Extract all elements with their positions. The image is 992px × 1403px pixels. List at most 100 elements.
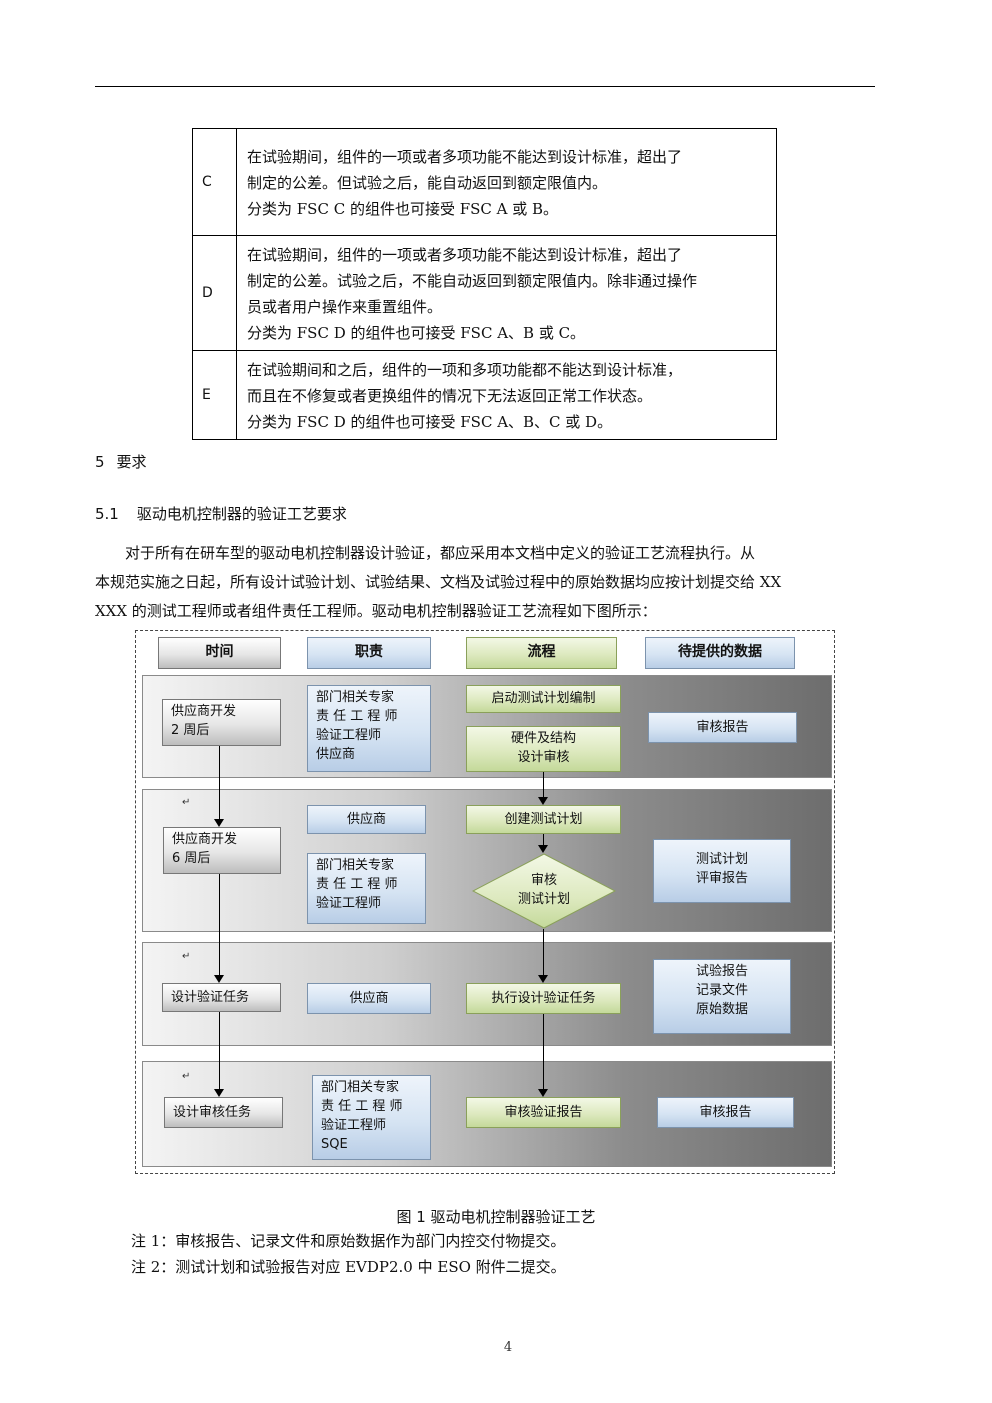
duty-line: 验证工程师	[321, 1118, 387, 1133]
figure-caption: 图 1 驱动电机控制器验证工艺	[396, 1208, 596, 1226]
duty-box: 供应商	[307, 805, 426, 834]
time-line: 供应商开发	[172, 832, 238, 847]
section-title: 要求	[116, 453, 147, 471]
arrowhead-icon	[538, 1089, 548, 1097]
process-box: 执行设计验证任务	[466, 983, 621, 1014]
data-line: 评审报告	[695, 871, 748, 886]
header-data: 待提供的数据	[645, 637, 795, 669]
header-time: 时间	[158, 637, 281, 669]
data-box: 审核报告	[657, 1097, 794, 1128]
header-process: 流程	[466, 637, 617, 669]
data-box: 试验报告 记录文件 原始数据	[653, 959, 791, 1034]
decision-diamond: 审核 测试计划	[471, 853, 617, 929]
paragraph-mark: ↵	[182, 951, 191, 962]
description-line: 分类为 FSC D 的组件也可接受 FSC A、B、C 或 D。	[247, 413, 613, 431]
paragraph-line: 本规范实施之日起，所有设计试验计划、试验结果、文档及试验过程中的原始数据均应按计…	[95, 573, 782, 591]
note-line: 注 2：测试计划和试验报告对应 EVDP2.0 中 ESO 附件二提交。	[131, 1258, 566, 1276]
flow-arrow-line	[543, 834, 544, 845]
subsection-title: 驱动电机控制器的验证工艺要求	[136, 505, 347, 523]
process-box: 创建测试计划	[466, 805, 621, 834]
header-duty: 职责	[307, 637, 431, 669]
paragraph-mark: ↵	[182, 797, 191, 808]
description-line: 制定的公差。试验之后，不能自动返回到额定限值内。除非通过操作	[247, 272, 698, 290]
process-line: 硬件及结构	[510, 731, 576, 746]
duty-line: 验证工程师	[316, 896, 382, 911]
duty-line: 责 任 工 程 师	[321, 1099, 403, 1114]
process-box: 审核验证报告	[466, 1097, 621, 1128]
arrowhead-icon	[538, 797, 548, 805]
paragraph-line: XXX 的测试工程师或者组件责任工程师。驱动电机控制器验证工艺流程如下图所示：	[95, 602, 657, 620]
description-line: 在试验期间，组件的一项或者多项功能不能达到设计标准，超出了	[247, 246, 683, 264]
paragraph-mark: ↵	[182, 1071, 191, 1082]
paragraph-line: 对于所有在研车型的驱动电机控制器设计验证，都应采用本文档中定义的验证工艺流程执行…	[95, 544, 756, 562]
time-line: 供应商开发	[171, 704, 237, 719]
description-line: 制定的公差。但试验之后，能自动返回到额定限值内。	[247, 174, 608, 192]
data-box: 审核报告	[648, 712, 797, 743]
flow-arrow-line	[543, 772, 544, 797]
process-line: 设计审核	[517, 750, 570, 765]
description-line: 分类为 FSC C 的组件也可接受 FSC A 或 B。	[247, 200, 559, 218]
description-line: 而且在不修复或者更换组件的情况下无法返回正常工作状态。	[247, 387, 653, 405]
diamond-label: 审核 测试计划	[472, 871, 616, 909]
data-line: 原始数据	[695, 1002, 748, 1017]
note-line: 注 1：审核报告、记录文件和原始数据作为部门内控交付物提交。	[131, 1232, 566, 1250]
duty-line: 部门相关专家	[316, 690, 395, 705]
time-box: 设计验证任务	[162, 983, 281, 1012]
process-box: 硬件及结构 设计审核	[466, 726, 621, 772]
arrowhead-icon	[538, 845, 548, 853]
description-cell: 在试验期间，组件的一项或者多项功能不能达到设计标准，超出了 制定的公差。试验之后…	[236, 235, 777, 351]
duty-line: 验证工程师	[316, 728, 382, 743]
duty-line: 责 任 工 程 师	[316, 709, 398, 724]
table-row: E 在试验期间和之后，组件的一项和多项功能都不能达到设计标准， 而且在不修复或者…	[192, 350, 777, 440]
diamond-shape	[471, 853, 617, 929]
description-cell: 在试验期间，组件的一项或者多项功能不能达到设计标准，超出了 制定的公差。但试验之…	[236, 128, 777, 236]
diamond-line: 测试计划	[517, 892, 570, 907]
duty-line: 部门相关专家	[321, 1080, 400, 1095]
subsection-number: 5.1	[95, 505, 119, 523]
duty-box: 部门相关专家 责 任 工 程 师 验证工程师 SQE	[312, 1075, 431, 1160]
time-line: 2 周后	[171, 723, 210, 738]
duty-line: 供应商	[316, 747, 356, 762]
time-box: 供应商开发 6 周后	[163, 827, 281, 874]
fsc-class-table: C 在试验期间，组件的一项或者多项功能不能达到设计标准，超出了 制定的公差。但试…	[192, 128, 777, 440]
time-box: 供应商开发 2 周后	[162, 699, 281, 746]
arrowhead-icon	[538, 975, 548, 983]
flow-arrow-line	[219, 874, 220, 975]
description-line: 分类为 FSC D 的组件也可接受 FSC A、B 或 C。	[247, 324, 586, 342]
class-cell: C	[192, 128, 237, 236]
description-line: 员或者用户操作来重置组件。	[247, 298, 443, 316]
data-line: 试验报告	[695, 964, 748, 979]
section-number: 5	[95, 453, 105, 471]
description-line: 在试验期间，组件的一项或者多项功能不能达到设计标准，超出了	[247, 148, 683, 166]
data-line: 记录文件	[695, 983, 748, 998]
arrowhead-icon	[214, 819, 224, 827]
flow-arrow-line	[219, 1012, 220, 1089]
flow-arrow-line	[219, 746, 220, 819]
body-paragraph: 对于所有在研车型的驱动电机控制器设计验证，都应采用本文档中定义的验证工艺流程执行…	[95, 539, 875, 626]
time-line: 6 周后	[172, 851, 211, 866]
duty-line: SQE	[321, 1137, 348, 1152]
description-cell: 在试验期间和之后，组件的一项和多项功能都不能达到设计标准， 而且在不修复或者更换…	[236, 350, 777, 440]
flow-arrow-line	[543, 1014, 544, 1089]
class-cell: E	[192, 350, 237, 440]
arrowhead-icon	[214, 1089, 224, 1097]
arrowhead-icon	[214, 975, 224, 983]
class-cell: D	[192, 235, 237, 351]
subsection-heading: 5.1 驱动电机控制器的验证工艺要求	[95, 503, 347, 524]
process-box: 启动测试计划编制	[466, 685, 621, 713]
duty-box: 供应商	[307, 983, 431, 1014]
table-row: D 在试验期间，组件的一项或者多项功能不能达到设计标准，超出了 制定的公差。试验…	[192, 235, 777, 351]
data-line: 测试计划	[695, 852, 748, 867]
duty-box: 部门相关专家 责 任 工 程 师 验证工程师 供应商	[307, 685, 431, 772]
header-rule	[95, 86, 875, 87]
flow-arrow-line	[543, 929, 544, 975]
diamond-line: 审核	[530, 873, 557, 888]
table-row: C 在试验期间，组件的一项或者多项功能不能达到设计标准，超出了 制定的公差。但试…	[192, 128, 777, 236]
data-box: 测试计划 评审报告	[653, 839, 791, 903]
page-number: 4	[503, 1340, 513, 1355]
description-line: 在试验期间和之后，组件的一项和多项功能都不能达到设计标准，	[247, 361, 683, 379]
duty-line: 责 任 工 程 师	[316, 877, 398, 892]
duty-box: 部门相关专家 责 任 工 程 师 验证工程师	[307, 853, 426, 924]
time-box: 设计审核任务	[164, 1097, 283, 1128]
section-heading: 5 要求	[95, 451, 147, 472]
